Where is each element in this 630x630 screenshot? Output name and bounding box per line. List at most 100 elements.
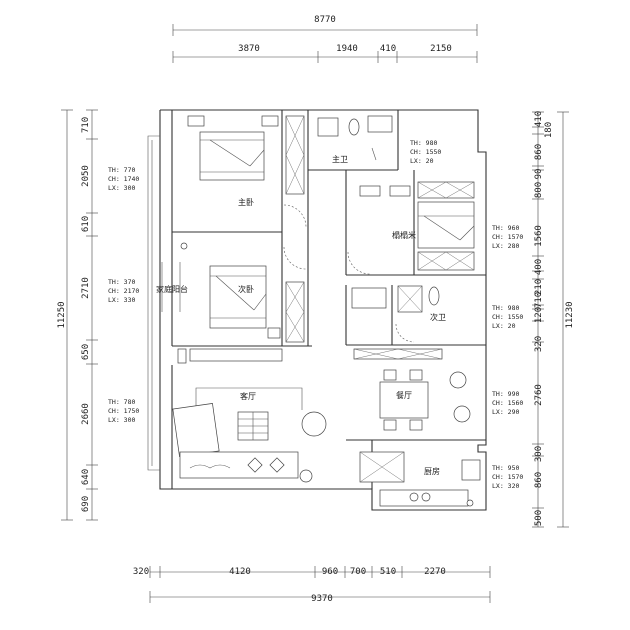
second-wardrobe — [285, 281, 305, 343]
right-total-dim: 11230 — [565, 301, 575, 328]
left-seg-1: 710 — [81, 117, 91, 133]
bottom-seg-5: 510 — [380, 567, 396, 577]
right-seg-9: 710 — [534, 292, 544, 308]
svg-text:TH: 770: TH: 770 — [108, 166, 135, 174]
tatami-furniture — [347, 181, 475, 275]
second-bath-toilet — [428, 286, 440, 306]
bottom-seg-1: 320 — [133, 567, 149, 577]
right-seg-7: 400 — [534, 259, 544, 275]
left-total-dim: 11250 — [57, 301, 67, 328]
note-master-bedroom: TH: 770 CH: 1740 LX: 300 — [108, 166, 139, 192]
dining-table — [379, 381, 429, 419]
right-seg-6: 1560 — [534, 225, 544, 247]
top-seg-2: 1940 — [336, 44, 358, 54]
right-seg-3: 860 — [534, 144, 544, 160]
master-bath-toilet — [348, 118, 360, 136]
second-bedroom-furniture — [209, 265, 305, 343]
bottom-total-dim: 9370 — [311, 594, 333, 604]
tv-cabinet — [189, 348, 283, 362]
top-seg-3: 410 — [380, 44, 396, 54]
svg-text:LX: 320: LX: 320 — [492, 482, 519, 490]
svg-text:CH: 2170: CH: 2170 — [108, 287, 139, 295]
left-seg-2: 2050 — [81, 165, 91, 187]
master-wardrobe — [285, 115, 305, 195]
master-bath-sink — [317, 117, 339, 137]
svg-text:TH: 370: TH: 370 — [108, 278, 135, 286]
svg-text:TH: 950: TH: 950 — [492, 464, 519, 472]
master-bath-label: 主卫 — [332, 154, 348, 164]
note-master-bath: TH: 980 CH: 1550 LX: 20 — [410, 139, 441, 165]
top-dimension: 8770 3870 1940 410 2150 — [172, 15, 478, 63]
master-bed — [199, 131, 265, 181]
tatami-bed — [417, 201, 475, 249]
kitchen-sink — [461, 459, 481, 481]
left-seg-7: 640 — [81, 469, 91, 485]
top-seg-4: 2150 — [430, 44, 452, 54]
right-seg-14: 860 — [534, 472, 544, 488]
right-seg-2: 180 — [544, 122, 554, 138]
tatami-label: 榻榻米 — [392, 230, 416, 240]
second-bedroom-label: 次卧 — [238, 284, 254, 294]
svg-text:CH: 1550: CH: 1550 — [492, 313, 523, 321]
svg-text:TH: 980: TH: 980 — [492, 304, 519, 312]
walls — [147, 109, 487, 511]
dining-furniture — [379, 369, 471, 431]
left-seg-8: 690 — [81, 496, 91, 512]
master-bedroom-furniture — [187, 115, 307, 270]
armchair-round — [301, 411, 327, 437]
left-seg-4: 2710 — [81, 277, 91, 299]
right-seg-8: 210 — [534, 279, 544, 295]
svg-text:LX: 20: LX: 20 — [410, 157, 434, 165]
kitchen-fixtures — [359, 451, 481, 507]
bottom-seg-3: 960 — [322, 567, 338, 577]
svg-text:CH: 1740: CH: 1740 — [108, 175, 139, 183]
right-seg-4: 90 — [534, 169, 544, 180]
note-kitchen: TH: 950 CH: 1570 LX: 320 — [492, 464, 523, 490]
right-seg-13: 300 — [534, 446, 544, 462]
second-bath-sink — [351, 287, 387, 309]
ceiling-notes: TH: 980 CH: 1550 LX: 20 TH: 770 CH: 1740… — [108, 139, 523, 490]
svg-text:LX: 290: LX: 290 — [492, 408, 519, 416]
room-labels: 主卧 主卫 榻榻米 家庭阳台 次卧 次卫 客厅 餐厅 厨房 — [156, 154, 446, 476]
right-seg-11: 320 — [534, 336, 544, 352]
svg-text:CH: 1750: CH: 1750 — [108, 407, 139, 415]
armchair-left — [172, 403, 220, 457]
right-seg-15: 500 — [534, 510, 544, 526]
svg-text:LX: 330: LX: 330 — [108, 296, 135, 304]
right-seg-5: 800 — [534, 182, 544, 198]
balcony-label: 家庭阳台 — [156, 284, 188, 294]
svg-text:LX: 300: LX: 300 — [108, 184, 135, 192]
svg-text:TH: 960: TH: 960 — [492, 224, 519, 232]
master-bedroom-label: 主卧 — [238, 197, 254, 207]
left-seg-3: 610 — [81, 216, 91, 232]
right-dimension: 410 180 860 90 800 1560 400 210 710 120 … — [532, 111, 575, 528]
svg-text:LX: 20: LX: 20 — [492, 322, 516, 330]
master-bath-fixtures — [317, 115, 393, 161]
balcony-furniture — [161, 242, 188, 312]
second-bath-fixtures — [351, 285, 440, 343]
right-seg-10: 120 — [534, 307, 544, 323]
living-room-label: 客厅 — [240, 391, 256, 401]
svg-text:TH: 980: TH: 980 — [410, 139, 437, 147]
note-tatami: TH: 960 CH: 1570 LX: 280 — [492, 224, 523, 250]
bottom-seg-2: 4120 — [229, 567, 251, 577]
svg-text:TH: 780: TH: 780 — [108, 398, 135, 406]
left-seg-6: 2660 — [81, 403, 91, 425]
bottom-seg-4: 700 — [350, 567, 366, 577]
right-seg-1: 410 — [534, 111, 544, 127]
top-total-dim: 8770 — [314, 15, 336, 25]
bottom-seg-6: 2270 — [424, 567, 446, 577]
left-dimension: 710 2050 610 2710 650 2660 640 690 11250 — [57, 109, 98, 521]
left-seg-5: 650 — [81, 344, 91, 360]
svg-text:LX: 280: LX: 280 — [492, 242, 519, 250]
living-room-furniture — [172, 348, 443, 483]
second-bed — [209, 265, 267, 329]
svg-text:TH: 990: TH: 990 — [492, 390, 519, 398]
second-bath-label: 次卫 — [430, 312, 446, 322]
note-living-room: TH: 780 CH: 1750 LX: 300 — [108, 398, 139, 424]
svg-text:LX: 300: LX: 300 — [108, 416, 135, 424]
svg-text:CH: 1570: CH: 1570 — [492, 233, 523, 241]
svg-text:CH: 1570: CH: 1570 — [492, 473, 523, 481]
note-dining: TH: 990 CH: 1560 LX: 290 — [492, 390, 523, 416]
